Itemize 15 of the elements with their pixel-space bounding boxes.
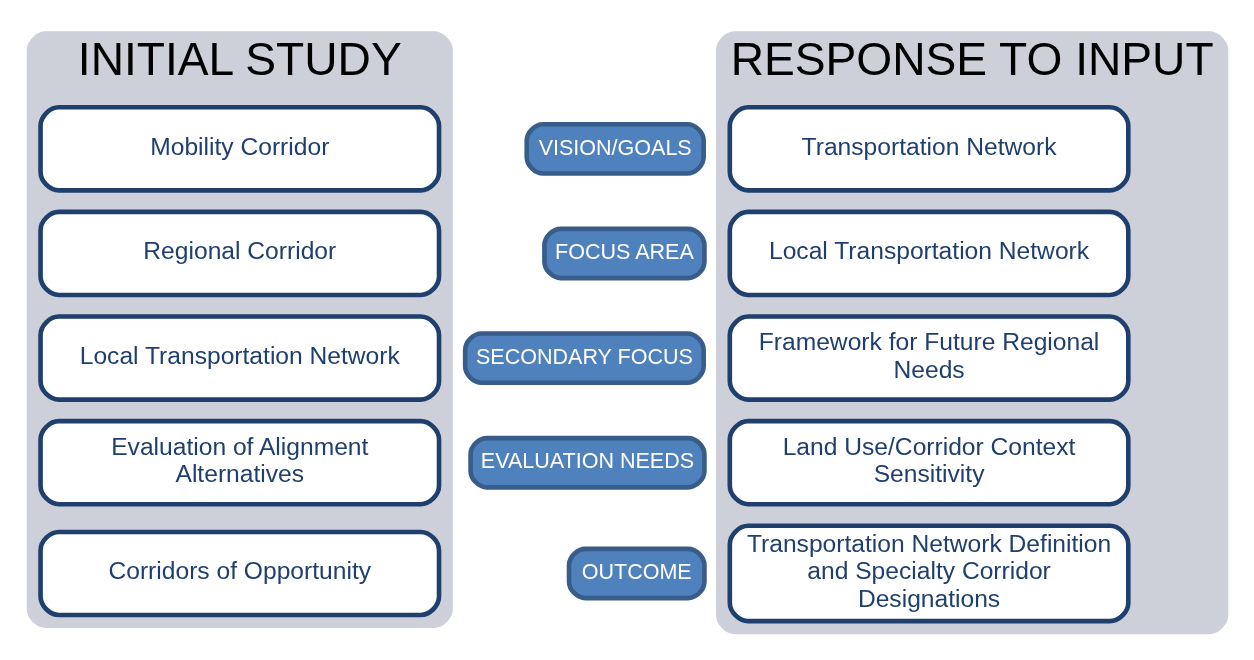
node-box: EVALUATION NEEDS bbox=[467, 435, 707, 490]
node-box: SECONDARY FOCUS bbox=[462, 331, 706, 385]
node-box: VISION/GOALS bbox=[523, 121, 706, 176]
node-box: Corridors of Opportunity bbox=[37, 529, 441, 618]
node-box: Transportation Network bbox=[727, 105, 1131, 193]
node-box: Mobility Corridor bbox=[37, 105, 441, 193]
node-box: OUTCOME bbox=[566, 546, 707, 601]
node-box: Local Transportation Network bbox=[727, 209, 1131, 298]
node-box: Transportation Network Definition and Specialty Corridor Designations bbox=[727, 523, 1131, 624]
node-box: FOCUS AREA bbox=[541, 226, 707, 281]
node-box: Local Transportation Network bbox=[37, 314, 441, 402]
node-box: Land Use/Corridor Context Sensitivity bbox=[727, 418, 1131, 507]
node-box: Framework for Future Regional Needs bbox=[727, 314, 1131, 402]
node-box: Evaluation of Alignment Alternatives bbox=[37, 418, 441, 507]
node-box: Regional Corridor bbox=[37, 209, 441, 298]
